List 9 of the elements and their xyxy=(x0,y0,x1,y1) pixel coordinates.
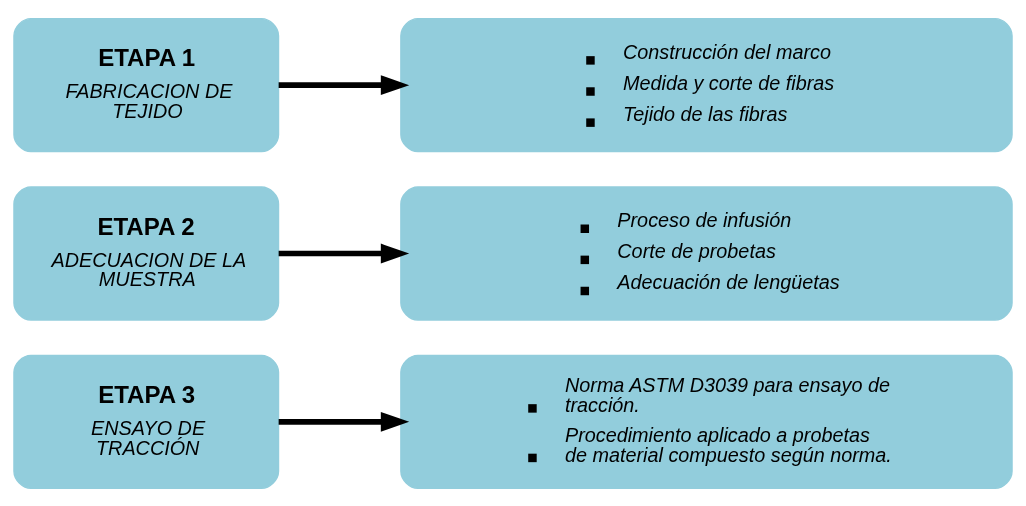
arrow xyxy=(278,74,410,95)
arrow xyxy=(278,243,410,263)
node-box: Construcción del marco Medida y corte de fibras Tejido de las fibras xyxy=(400,17,1013,152)
node-box: ETAPA 1 FABRICACION DE TEJIDO xyxy=(13,17,280,152)
node-box: Norma ASTM D3039 para ensayo de tracción. Procedimiento aplicado a probetas de material compuesto según norma. xyxy=(400,354,1013,489)
arrow xyxy=(278,411,410,432)
node-box: Proceso de infusión Corte de probetas Adecuación de lengüetas xyxy=(400,185,1013,321)
node-box: ETAPA 3 ENSAYO DE TRACCIÓN xyxy=(13,354,280,489)
node-box: ETAPA 2 ADECUACION DE LA MUESTRA xyxy=(13,185,280,321)
